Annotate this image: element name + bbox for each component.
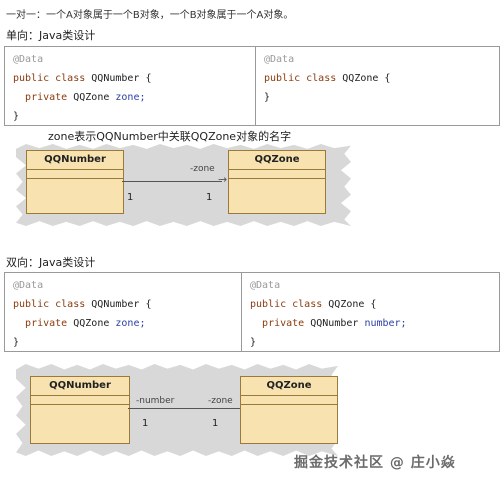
multiplicity-left: 1 — [142, 418, 149, 429]
section2-heading: 双向：Java类设计 — [6, 256, 96, 269]
role-label-number: -number — [136, 396, 175, 406]
keyword: public class — [264, 73, 337, 84]
uml-methods-section — [27, 179, 123, 187]
uml-class-title: QQZone — [241, 377, 337, 396]
uml-class-qqzone: QQZone — [228, 150, 326, 214]
keyword: private — [262, 318, 305, 329]
section2-right-cell: @Data public class QQZone { private QQNu… — [241, 273, 499, 351]
diagram-caption: zone表示QQNumber中关联QQZone对象的名字 — [48, 130, 292, 143]
class-name: QQZone { — [328, 299, 377, 310]
closing-brace: } — [250, 337, 257, 348]
field-name: zone; — [115, 92, 146, 103]
multiplicity-right: 1 — [212, 418, 219, 429]
arrow-head-icon: → — [218, 173, 228, 186]
watermark: 掘金技术社区 @ 庄小焱 — [294, 455, 456, 471]
uml-class-qqnumber: QQNumber — [30, 376, 130, 444]
annotation: @Data — [13, 54, 44, 65]
uml-diagram-bidirectional: QQNumber QQZone -number -zone 1 1 — [0, 362, 501, 472]
field-name: number; — [364, 318, 407, 329]
code-block-qqnumber: @Data public class QQNumber { private QQ… — [5, 47, 255, 126]
section1-code-table: @Data public class QQNumber { private QQ… — [4, 46, 500, 126]
closing-brace: } — [264, 92, 271, 103]
field-type: QQNumber — [310, 318, 359, 329]
uml-attributes-section — [27, 170, 123, 179]
uml-class-title: QQZone — [229, 151, 325, 170]
annotation: @Data — [13, 280, 44, 291]
uml-attributes-section — [229, 170, 325, 179]
section2-code-table: @Data public class QQNumber { private QQ… — [4, 272, 500, 352]
class-name: QQZone { — [342, 73, 391, 84]
uml-attributes-section — [31, 396, 129, 405]
field-type: QQZone — [73, 92, 110, 103]
keyword: private — [25, 318, 68, 329]
keyword: public class — [13, 299, 86, 310]
uml-class-qqzone: QQZone — [240, 376, 338, 444]
uml-diagram-unidirectional: QQNumber QQZone → -zone 1 1 — [0, 142, 501, 232]
uml-class-title: QQNumber — [27, 151, 123, 170]
closing-brace: } — [13, 111, 20, 122]
field-type: QQZone — [73, 318, 110, 329]
uml-methods-section — [229, 179, 325, 187]
class-name: QQNumber { — [91, 299, 152, 310]
uml-class-title: QQNumber — [31, 377, 129, 396]
code-block-qqzone: @Data public class QQZone { private QQNu… — [242, 273, 499, 352]
association-line — [128, 408, 240, 409]
code-block-qqnumber: @Data public class QQNumber { private QQ… — [5, 273, 241, 352]
closing-brace: } — [13, 337, 20, 348]
keyword: private — [25, 92, 68, 103]
section1-right-cell: @Data public class QQZone { } — [255, 47, 499, 125]
uml-methods-section — [31, 405, 129, 413]
multiplicity-right: 1 — [206, 192, 213, 203]
role-label-zone: -zone — [190, 164, 215, 174]
uml-attributes-section — [241, 396, 337, 405]
annotation: @Data — [250, 280, 281, 291]
uml-methods-section — [241, 405, 337, 413]
intro-text: 一对一：一个A对象属于一个B对象，一个B对象属于一个A对象。 — [6, 10, 294, 21]
annotation: @Data — [264, 54, 295, 65]
keyword: public class — [13, 73, 86, 84]
section2-left-cell: @Data public class QQNumber { private QQ… — [5, 273, 241, 351]
uml-class-qqnumber: QQNumber — [26, 150, 124, 214]
class-name: QQNumber { — [91, 73, 152, 84]
multiplicity-left: 1 — [127, 192, 134, 203]
keyword: public class — [250, 299, 323, 310]
section1-heading: 单向：Java类设计 — [6, 29, 96, 42]
role-label-zone: -zone — [208, 396, 233, 406]
association-line — [122, 181, 222, 182]
field-name: zone; — [115, 318, 146, 329]
code-block-qqzone: @Data public class QQZone { } — [256, 47, 499, 107]
section1-left-cell: @Data public class QQNumber { private QQ… — [5, 47, 255, 125]
